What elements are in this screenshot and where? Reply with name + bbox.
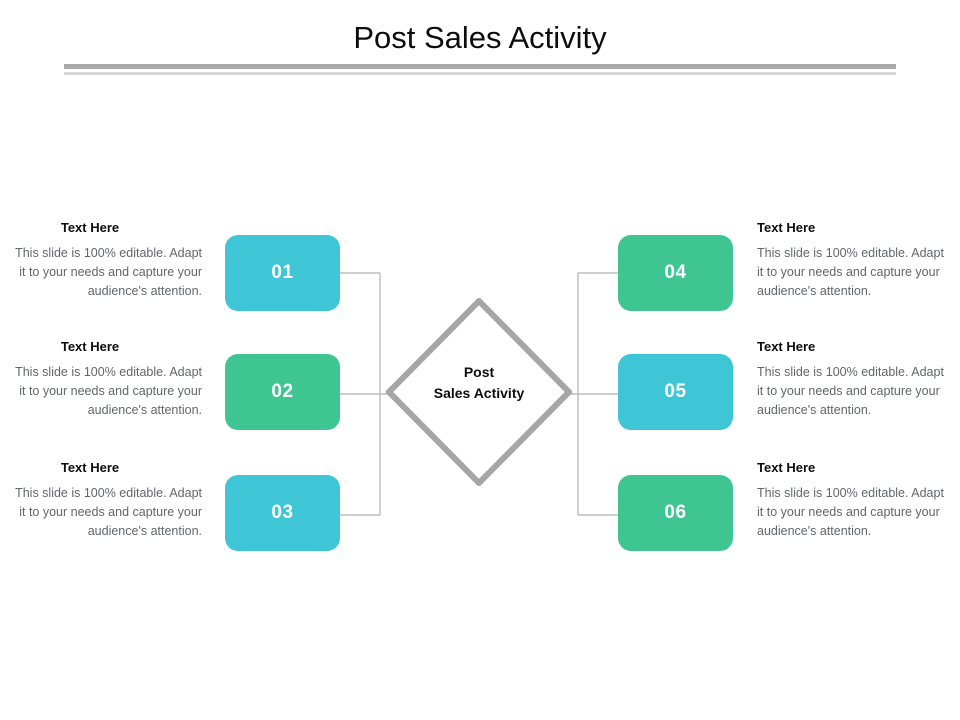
text-block-06: Text Here This slide is 100% editable. A… (757, 460, 945, 541)
diamond-label-line1: Post (463, 364, 495, 380)
text-block-03: Text Here This slide is 100% editable. A… (14, 460, 202, 541)
number-box-05[interactable]: 05 (618, 354, 733, 430)
text-block-body: This slide is 100% editable. Adapt it to… (757, 246, 944, 298)
diamond-label: Post Sales Activity (386, 362, 572, 404)
number-box-04[interactable]: 04 (618, 235, 733, 311)
number-box-label: 06 (664, 502, 687, 523)
number-box-label: 04 (664, 262, 687, 283)
center-diamond[interactable]: Post Sales Activity (386, 298, 572, 486)
number-box-06[interactable]: 06 (618, 475, 733, 551)
number-box-label: 01 (271, 262, 294, 283)
divider-line-lower (64, 72, 896, 75)
text-block-body: This slide is 100% editable. Adapt it to… (15, 486, 202, 538)
text-block-body: This slide is 100% editable. Adapt it to… (757, 365, 944, 417)
divider-line-upper (64, 64, 896, 69)
diamond-label-line2: Sales Activity (433, 385, 525, 401)
connector-right (568, 272, 620, 516)
connector-left (338, 272, 390, 516)
text-block-heading: Text Here (60, 339, 120, 354)
text-block-body: This slide is 100% editable. Adapt it to… (15, 246, 202, 298)
text-block-02: Text Here This slide is 100% editable. A… (14, 339, 202, 420)
text-block-heading: Text Here (757, 460, 816, 475)
number-box-02[interactable]: 02 (225, 354, 340, 430)
number-box-01[interactable]: 01 (225, 235, 340, 311)
diamond-shape-icon (386, 298, 572, 486)
number-box-label: 03 (271, 502, 294, 523)
text-block-body: This slide is 100% editable. Adapt it to… (757, 486, 944, 538)
page-title: Post Sales Activity (353, 20, 607, 55)
text-block-05: Text Here This slide is 100% editable. A… (757, 339, 945, 420)
text-block-heading: Text Here (60, 220, 120, 235)
text-block-body: This slide is 100% editable. Adapt it to… (15, 365, 202, 417)
number-box-03[interactable]: 03 (225, 475, 340, 551)
text-block-heading: Text Here (757, 339, 816, 354)
text-block-04: Text Here This slide is 100% editable. A… (757, 220, 945, 301)
text-block-heading: Text Here (60, 460, 120, 475)
text-block-heading: Text Here (757, 220, 816, 235)
text-block-01: Text Here This slide is 100% editable. A… (14, 220, 202, 301)
number-box-label: 05 (664, 381, 687, 402)
title-divider (64, 64, 896, 76)
number-box-label: 02 (271, 381, 294, 402)
